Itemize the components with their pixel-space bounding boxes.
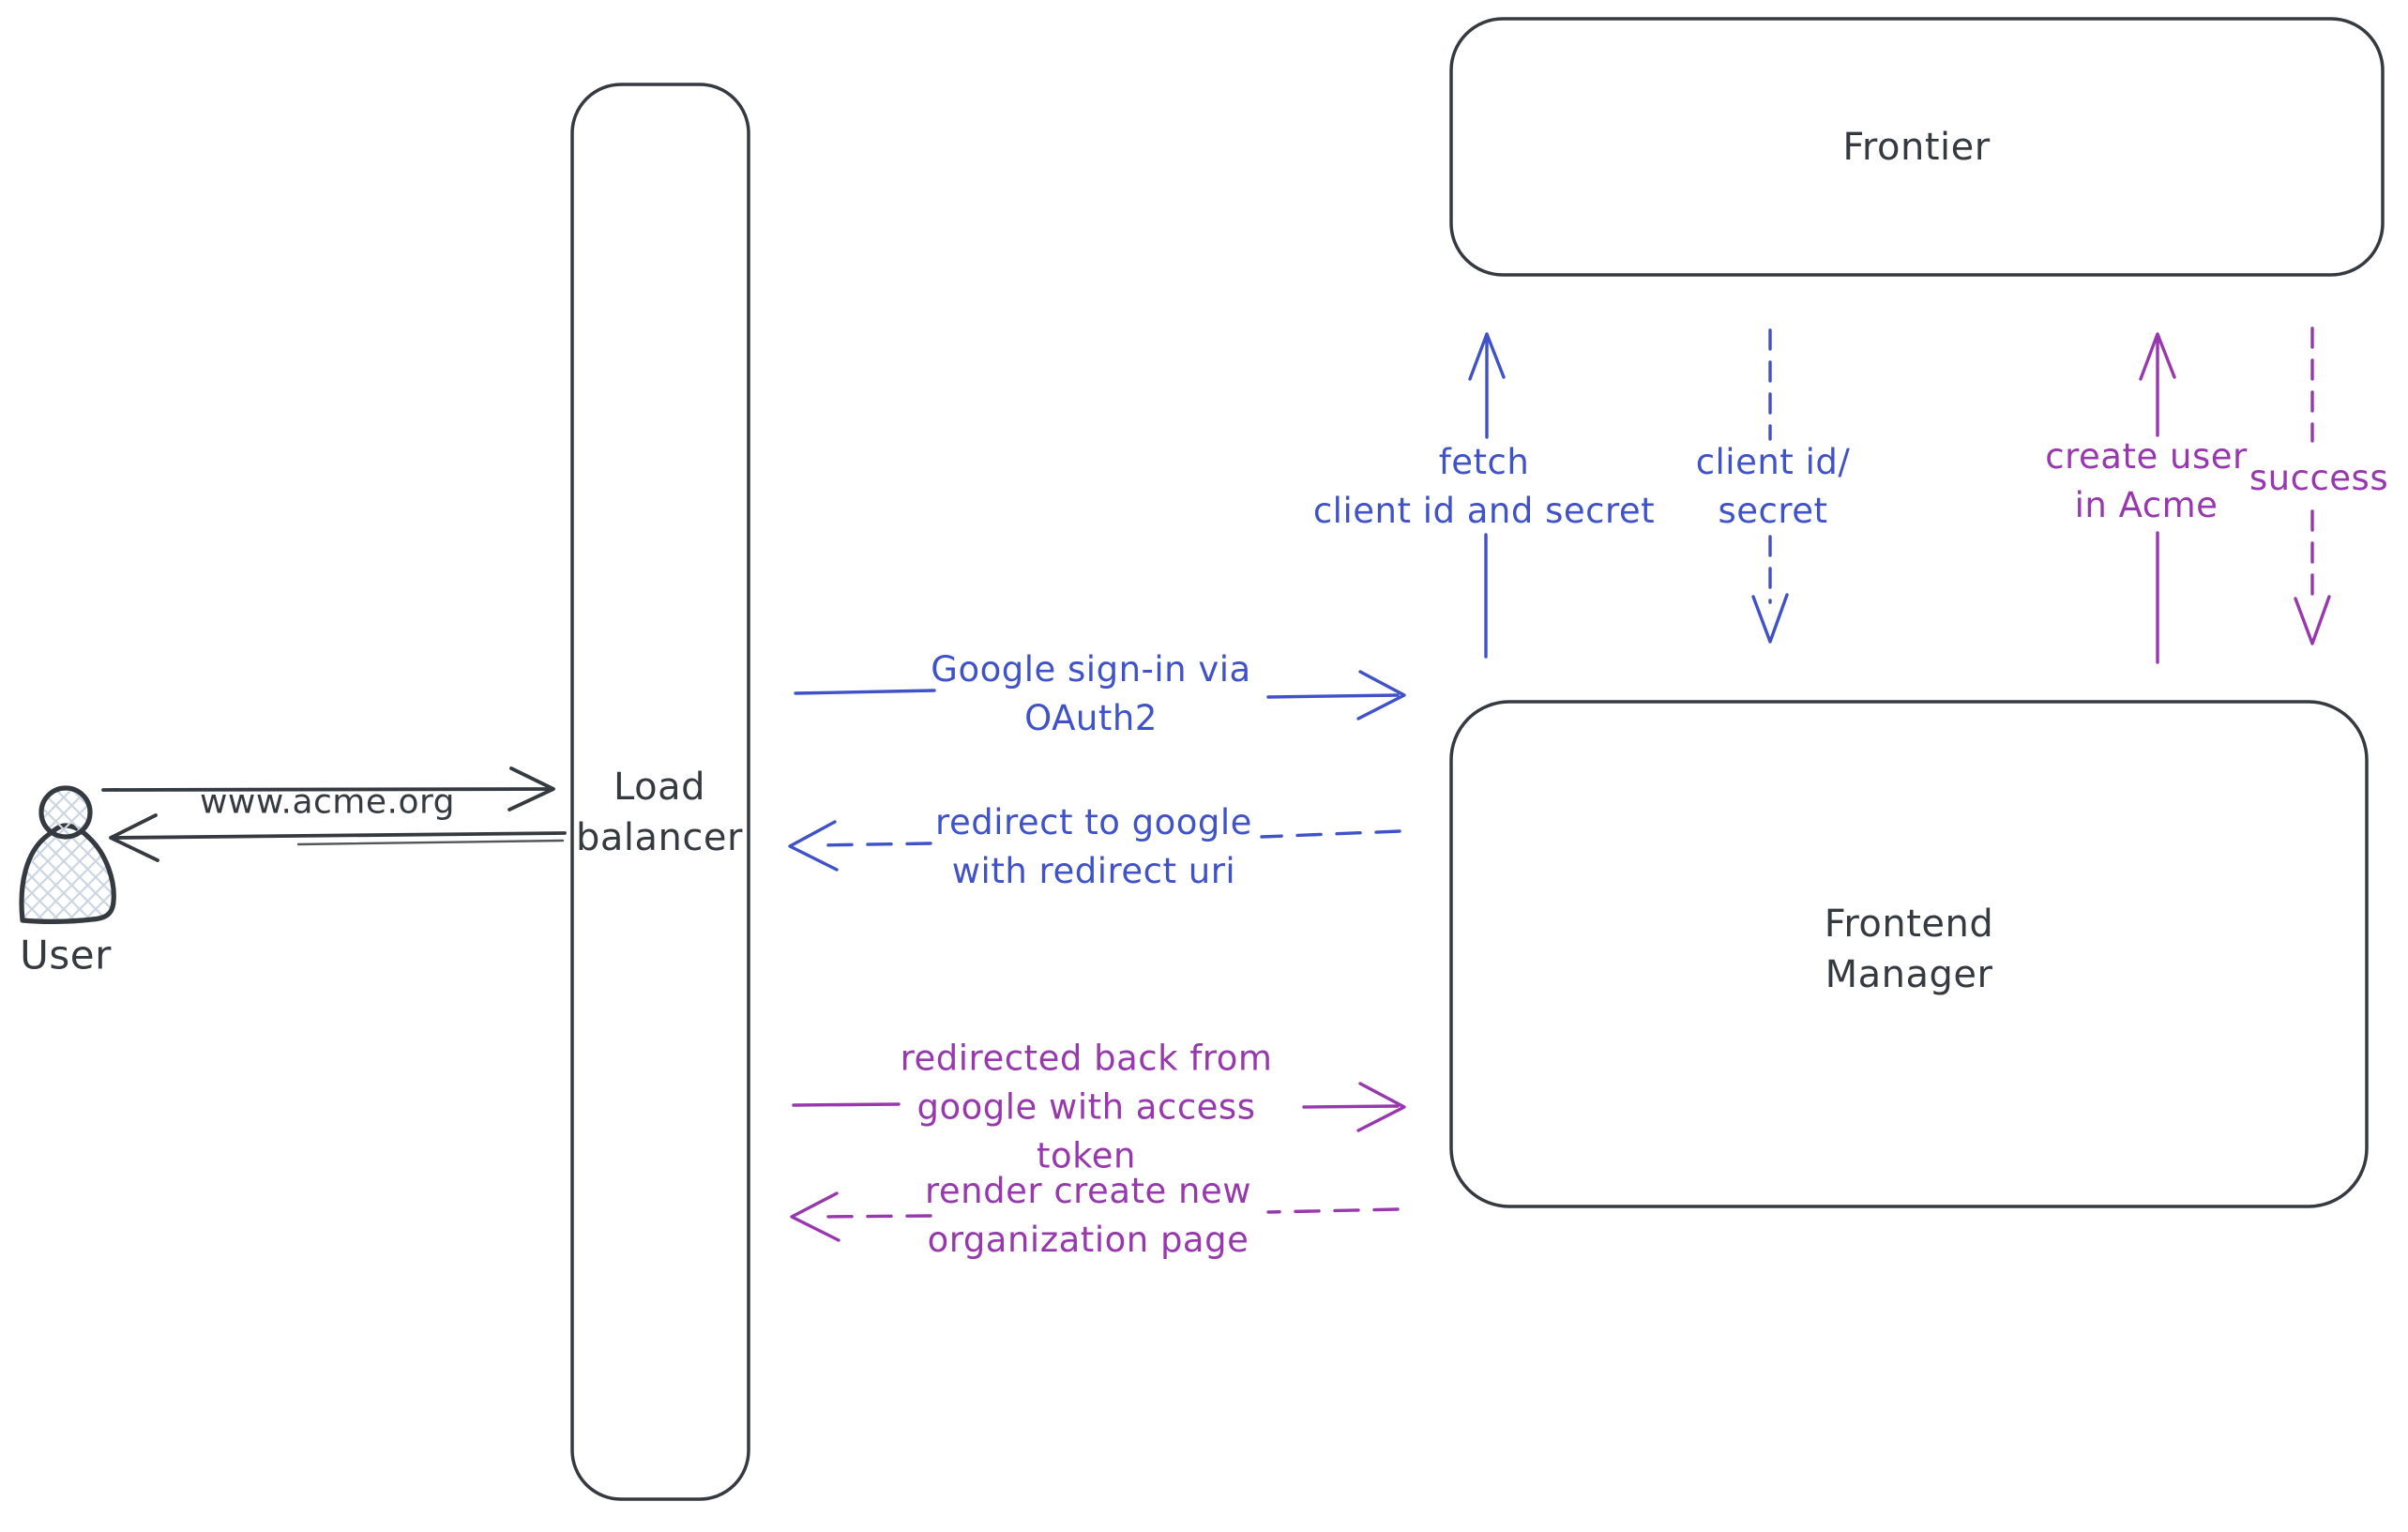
render-page-label: render create new organization page [924,1171,1252,1260]
redirect-google-arrow [788,820,1401,872]
user-body-icon [19,823,116,924]
frontend-manager-label: Frontend Manager [1824,903,1994,996]
load-balancer-box [570,83,750,1501]
create-user-label: create user in Acme [2045,436,2248,525]
redirected-back-label: redirected back from google with access … [900,1038,1273,1176]
redirect-google-label: redirect to google with redirect uri [935,802,1252,891]
www-arrow [101,766,555,812]
client-id-secret-arrow [1751,328,1789,644]
render-page-arrow [790,1191,1400,1242]
frontend-manager-box [1449,700,2369,1208]
success-label: success [2249,458,2389,499]
create-user-arrow [2139,332,2176,664]
fetch-creds-label: fetch client id and secret [1312,442,1656,531]
google-signin-label: Google sign-in via OAuth2 [931,649,1251,738]
user-label: User [20,932,112,978]
user-icon [19,785,116,924]
fetch-creds-arrow [1468,332,1506,659]
www-arrow-label: www.acme.org [199,782,456,822]
user-head-icon [38,785,93,840]
load-balancer-label: Load balancer [576,766,743,859]
client-id-secret-label: client id/ secret [1695,442,1851,531]
google-signin-arrow [794,670,1406,720]
frontier-box [1449,17,2385,277]
success-arrow [2294,326,2331,645]
frontier-label: Frontier [1842,126,1991,169]
response-arrow [109,813,567,862]
redirected-back-arrow [792,1082,1406,1132]
